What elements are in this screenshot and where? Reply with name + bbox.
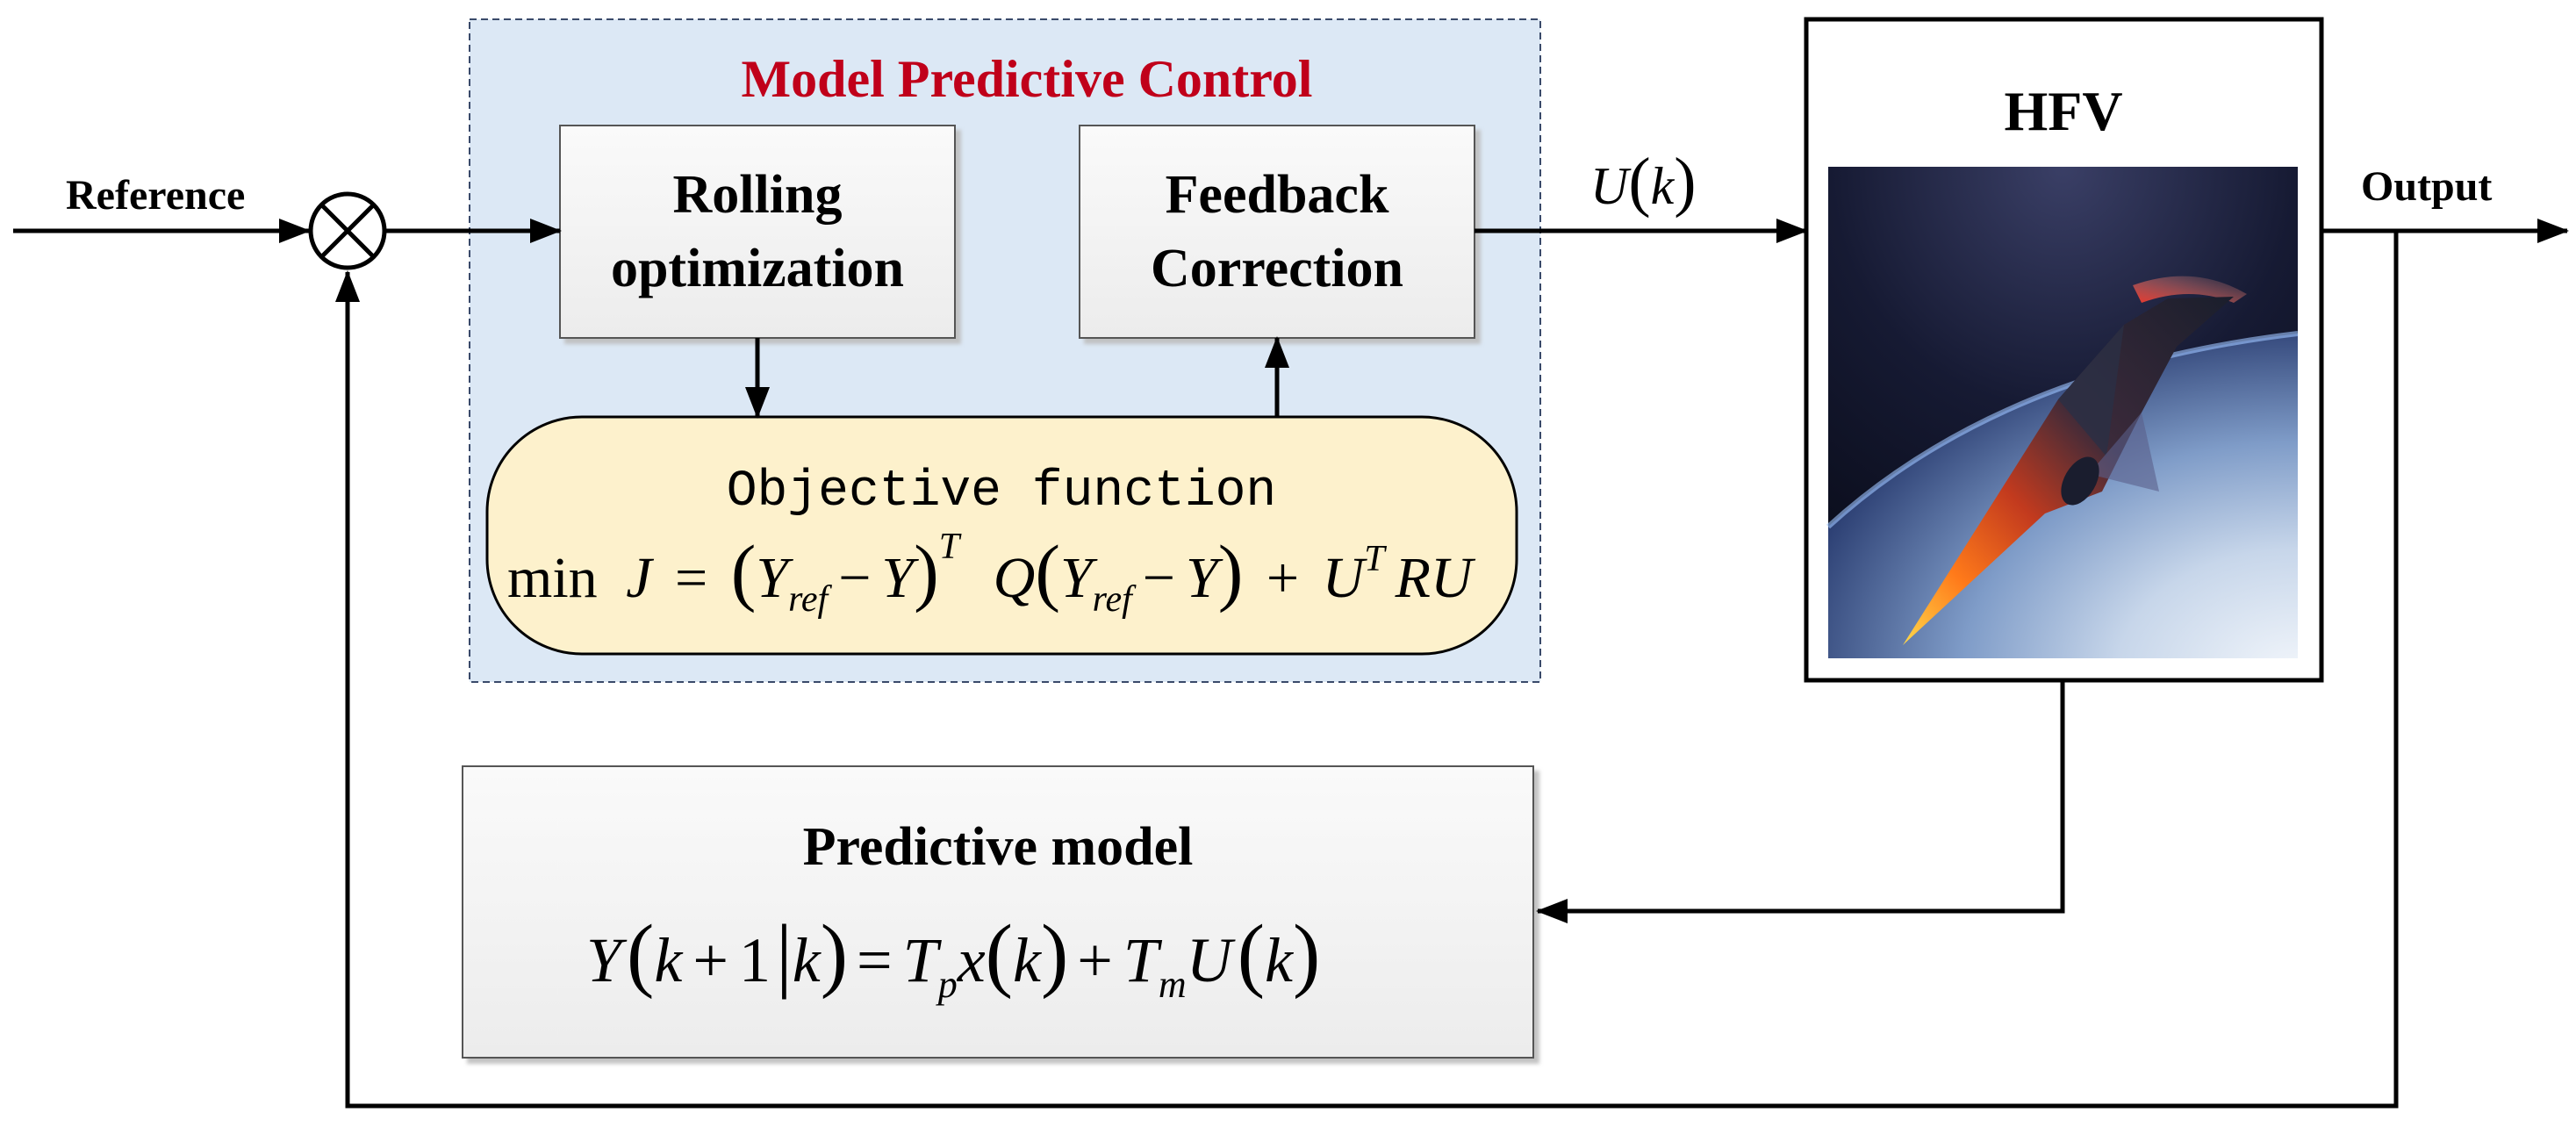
state-to-model-arrow <box>1536 680 2065 923</box>
feedback-label-line2: Correction <box>1151 239 1403 298</box>
hfv-plant-block: HFV <box>1804 17 2324 683</box>
feedback-correction-block: Feedback Correction <box>1079 125 1475 339</box>
output-label: Output <box>2361 163 2492 210</box>
mpc-title: Model Predictive Control <box>742 50 1313 108</box>
hfv-title: HFV <box>2004 80 2122 142</box>
objective-function-block: Objective function min J = (Yref−Y)T Q(Y… <box>485 415 1518 656</box>
hypersonic-vehicle-image <box>1826 167 2299 658</box>
predictive-model-block: Predictive model Y(k+1|k)=Tpx(k)+TmU(k) <box>462 765 1534 1059</box>
rolling-label-line2: optimization <box>611 239 904 298</box>
summing-junction <box>308 191 387 270</box>
output-feedback-loop <box>335 231 2399 1109</box>
rolling-optimization-block: Rolling optimization <box>559 125 956 339</box>
rolling-label-line1: Rolling <box>673 165 843 225</box>
objective-title: Objective function <box>727 463 1277 520</box>
predictive-model-title: Predictive model <box>803 817 1194 877</box>
feedback-label-line1: Feedback <box>1166 165 1389 225</box>
control-signal-label: U(k) <box>1590 145 1697 219</box>
reference-label: Reference <box>66 172 245 219</box>
predictive-model-formula: Y(k+1|k)=Tpx(k)+TmU(k) <box>586 908 1320 1006</box>
